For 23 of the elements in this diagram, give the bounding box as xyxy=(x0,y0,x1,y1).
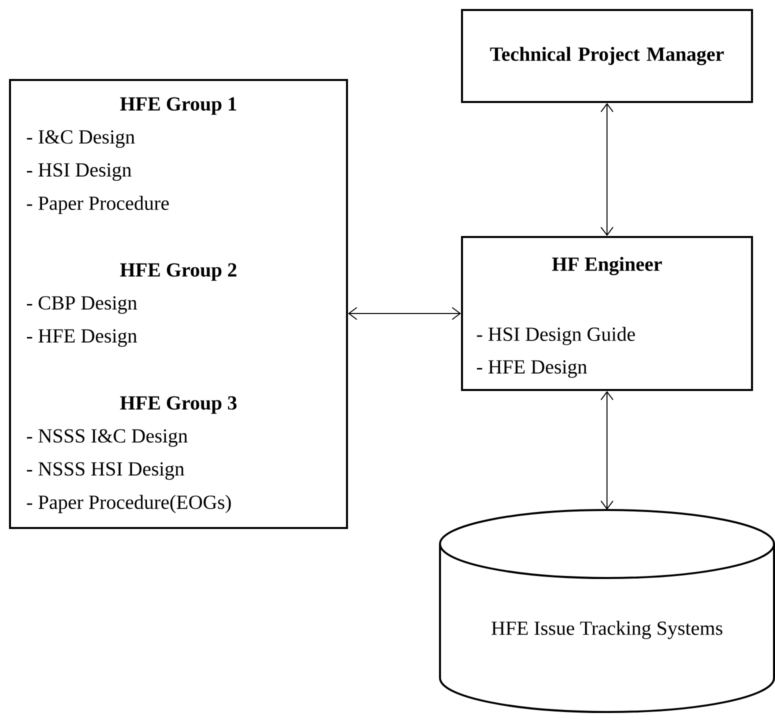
box-heading: HFE Group 1 xyxy=(120,97,236,115)
database-cylinder xyxy=(439,509,775,713)
list-item: - HSI Design Guide xyxy=(476,326,635,346)
box-heading: Technical Project Manager xyxy=(490,46,724,66)
process-box xyxy=(9,79,348,529)
list-item: - Paper Procedure xyxy=(26,196,169,214)
list-item: - CBP Design xyxy=(26,296,138,314)
list-item: - Paper Procedure(EOGs) xyxy=(26,494,231,514)
arrow xyxy=(348,307,461,320)
list-item: - NSSS I&C Design xyxy=(26,429,188,447)
list-item: - HSI Design xyxy=(26,163,132,181)
arrow xyxy=(600,391,614,510)
list-item: - NSSS HSI Design xyxy=(26,462,184,480)
list-item: - HFE Design xyxy=(26,329,137,347)
box-heading: HF Engineer xyxy=(552,256,662,276)
arrow xyxy=(600,103,614,236)
box-heading: HFE Group 2 xyxy=(120,263,236,281)
process-box xyxy=(461,9,753,103)
box-heading: HFE Group 3 xyxy=(120,396,237,414)
list-item: - HFE Design xyxy=(476,360,587,378)
process-box xyxy=(461,236,753,391)
box-text: HFE Issue Tracking Systems xyxy=(492,620,722,640)
list-item: - I&C Design xyxy=(26,130,135,148)
